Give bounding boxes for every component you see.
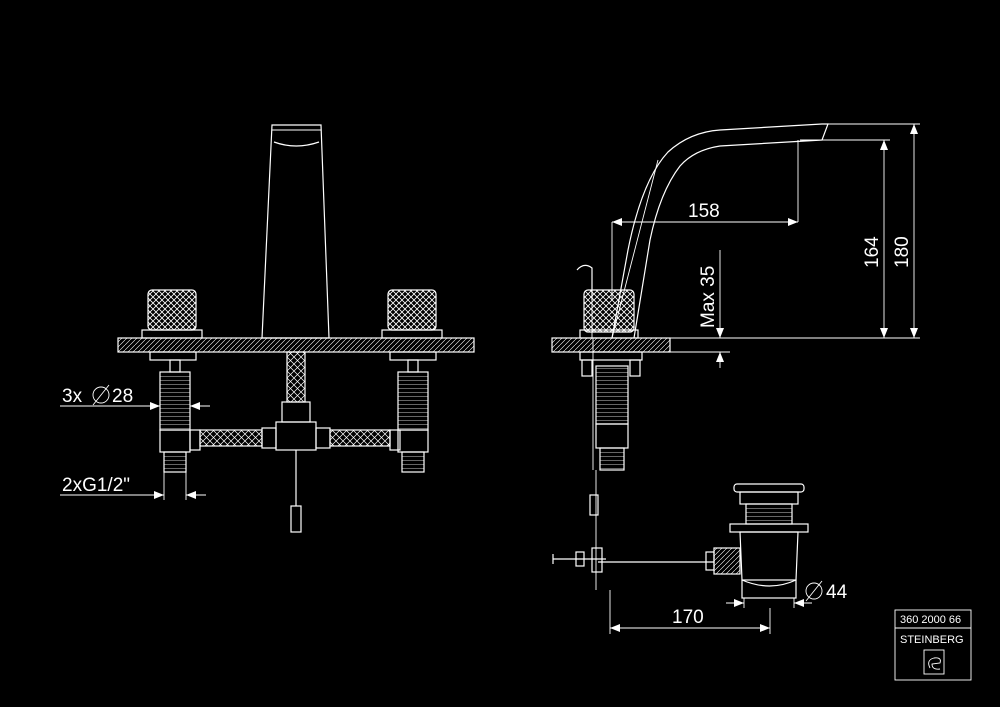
article-number: 360 2000 66 xyxy=(900,614,961,626)
drain-valve xyxy=(705,483,809,608)
front-spout xyxy=(261,124,330,339)
dim-spout-reach: 158 xyxy=(611,201,798,300)
center-connector xyxy=(275,351,317,533)
right-handle xyxy=(381,289,443,339)
dim-hole-diameter: 3x 28 xyxy=(60,384,210,410)
brand-logo-icon xyxy=(923,649,945,675)
dim-drain-reach: 170 xyxy=(609,590,771,634)
spout-reach-value: 158 xyxy=(688,201,720,222)
pull-rod xyxy=(552,338,714,590)
dim-connection: 2xG1/2" xyxy=(60,472,206,500)
right-valve-body xyxy=(389,351,437,473)
left-handle xyxy=(141,289,203,339)
max-deck-value: Max 35 xyxy=(698,266,719,328)
side-valve-body xyxy=(579,351,643,471)
drain-reach-value: 170 xyxy=(672,607,704,628)
side-deck-plate xyxy=(551,337,671,353)
braided-hoses xyxy=(189,427,401,451)
hole-diameter-value: 28 xyxy=(112,386,133,407)
dim-max-deck: Max 35 xyxy=(670,250,730,368)
dim-total-height: 180 xyxy=(828,123,920,338)
title-block: 360 2000 66 STEINBERG xyxy=(894,609,972,681)
diameter-icon xyxy=(92,384,110,406)
drain-diameter-value: 44 xyxy=(826,582,848,603)
side-view: 158 Max 35 164 180 xyxy=(551,123,920,634)
left-valve-body xyxy=(149,351,197,473)
outlet-height-value: 164 xyxy=(862,236,883,268)
brand-name: STEINBERG xyxy=(900,634,964,646)
diameter-icon xyxy=(805,580,823,602)
holes-label: 3x xyxy=(62,386,83,407)
dim-outlet-height: 164 xyxy=(670,139,920,339)
popup-lever xyxy=(576,264,593,338)
side-handle xyxy=(579,289,639,339)
front-deck-plate xyxy=(117,337,475,353)
total-height-value: 180 xyxy=(892,236,913,268)
front-view: 3x 28 2xG1/2" xyxy=(60,124,475,533)
connection-label: 2xG1/2" xyxy=(62,475,130,496)
dim-drain-diameter: 44 xyxy=(726,580,848,607)
